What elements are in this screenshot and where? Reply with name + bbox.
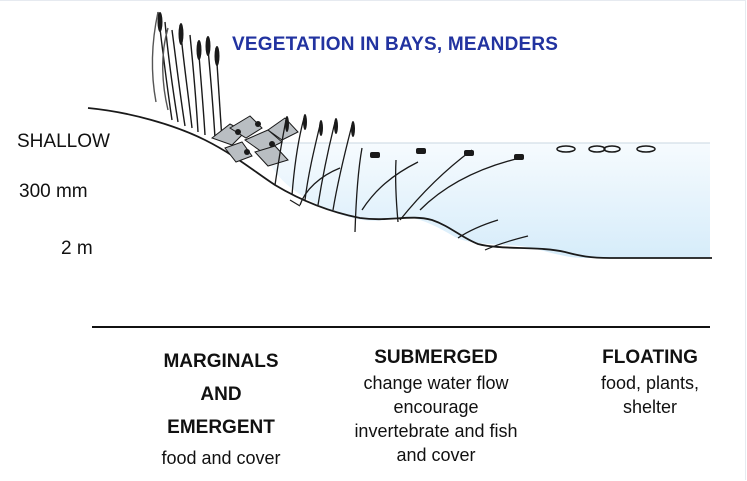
column-floating: FLOATING food, plants, shelter bbox=[580, 345, 720, 419]
submerged-desc-line2: encourage bbox=[336, 395, 536, 419]
floating-desc-line2: shelter bbox=[580, 395, 720, 419]
column-marginals: MARGINALS AND EMERGENT food and cover bbox=[126, 345, 316, 470]
marginals-heading-line3: EMERGENT bbox=[126, 411, 316, 444]
floating-heading: FLOATING bbox=[580, 345, 720, 371]
column-submerged: SUBMERGED change water flow encourage in… bbox=[336, 345, 536, 467]
marginals-heading-line1: MARGINALS bbox=[126, 345, 316, 378]
depth-label-shallow: SHALLOW bbox=[17, 131, 110, 153]
submerged-desc-line4: and cover bbox=[336, 443, 536, 467]
submerged-heading: SUBMERGED bbox=[336, 345, 536, 371]
depth-label-300mm: 300 mm bbox=[19, 181, 88, 203]
marginals-description: food and cover bbox=[126, 446, 316, 470]
water-body bbox=[262, 143, 710, 258]
diagram-title: VEGETATION IN BAYS, MEANDERS bbox=[232, 34, 558, 56]
submerged-desc-line3: invertebrate and fish bbox=[336, 419, 536, 443]
section-divider bbox=[92, 326, 710, 328]
submerged-desc-line1: change water flow bbox=[336, 371, 536, 395]
floating-desc-line1: food, plants, bbox=[580, 371, 720, 395]
emergent-reeds bbox=[152, 12, 222, 140]
marginals-heading-line2: AND bbox=[126, 378, 316, 411]
depth-label-2m: 2 m bbox=[61, 238, 93, 260]
